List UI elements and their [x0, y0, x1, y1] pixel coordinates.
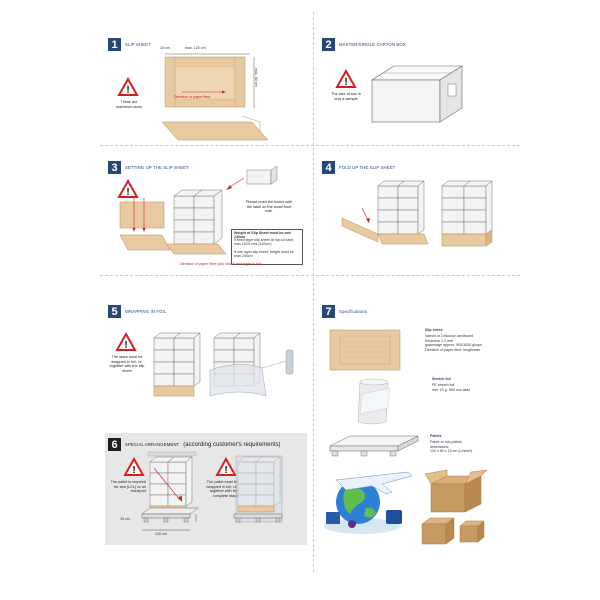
warning-icon: !: [115, 331, 137, 351]
section-title: FOLD UP THE SLIP SHEET: [339, 165, 396, 170]
pallet-spec-line-1: Paper or mix pallets: [430, 440, 462, 444]
carton-box-illustration: [370, 65, 464, 123]
pallet-transport-note: The pallet is required for sea (LCL) or …: [110, 480, 146, 494]
slip-spec-line-1: Natron or Cellulose cardboard: [425, 334, 473, 338]
stretch-foil-roll-image: [357, 378, 391, 425]
svg-text:!: !: [124, 340, 127, 351]
section-title: SETTING UP THE SLIP SHEET: [125, 165, 189, 170]
section-3-header: 3 SETTING UP THE SLIP SHEET: [108, 161, 189, 174]
section-number: 2: [322, 38, 335, 51]
dim-label-small: 15 cm: [160, 46, 170, 50]
section-number: 3: [108, 161, 121, 174]
foil-spec-title: Stretch foil: [432, 377, 451, 381]
section-number: 4: [322, 161, 335, 174]
section-number: 7: [322, 305, 335, 318]
svg-text:!: !: [132, 465, 135, 476]
warning-icon: !: [215, 456, 237, 476]
section-1-header: 1 SLIP SHEET: [108, 38, 151, 51]
weight-line-1: If fixed layer slip sheet on top of each…: [234, 238, 294, 247]
pallet-spec-line-3: 120 x 80 x 15 cm (LxWxH): [430, 449, 473, 453]
section-title: Specifications: [339, 309, 367, 314]
slip-spec-line-2: thickness 1,1 mm: [425, 338, 453, 343]
foil-wrapping-diagram: [153, 332, 294, 397]
section-title: WRAPPING IN FOIL: [125, 309, 167, 314]
pallet-stack-diagram: [141, 451, 283, 531]
svg-text:!: !: [126, 187, 129, 198]
fiber-direction-label: Direction of paper fibre: [174, 95, 211, 99]
warning-icon: !: [123, 456, 145, 476]
foil-spec-line-1: PE stretch foil: [432, 383, 455, 387]
pallet-height-label: 15 cm: [120, 517, 130, 521]
weight-title: Weight of Slip Sheet must be min 240cm: [234, 231, 291, 240]
section-7-header: 7 Specifications: [322, 305, 367, 318]
section-number: 1: [108, 38, 121, 51]
section-5-header: 5 WRAPPING IN FOIL: [108, 305, 166, 318]
warning-text: The size of box is only a sample: [331, 92, 361, 101]
row-divider-1: [100, 145, 520, 146]
section-4-header: 4 FOLD UP THE SLIP SHEET: [322, 161, 395, 174]
dim-label-length: max. 120 cm: [185, 46, 206, 50]
svg-text:!: !: [344, 77, 347, 88]
warning-icon: !: [335, 68, 357, 88]
pallet-width-label: 120 cm: [155, 532, 167, 536]
section-number: 5: [108, 305, 121, 318]
pallet-spec-line-2: dimensions:: [430, 444, 450, 449]
pallet-wrap-note: The pallet must be wrapped in foil, i.e.…: [206, 480, 238, 498]
section-number: 6: [108, 438, 121, 451]
slip-spec-line-3: grammage approx. 900/1000 g/sqm: [425, 343, 482, 347]
warning-icon: !: [117, 76, 139, 96]
push-boxes-note: Please push the boxes with the label on …: [245, 200, 293, 214]
row-divider-2: [100, 275, 520, 276]
foil-spec-line-2: min. 23 µ, 500 mm wide: [432, 387, 471, 392]
column-divider: [313, 12, 314, 572]
weight-line-2: If one layer slip sheet, freight must be…: [234, 250, 294, 259]
warning-icon: !: [117, 178, 139, 198]
section-subtitle: (according customer's requirements): [183, 441, 281, 448]
section-title: SLIP SHEET: [125, 42, 151, 47]
pallet-spec-title: Pallets: [430, 434, 442, 438]
slip-sheet-diagram: [161, 53, 269, 141]
slip-spec-line-4: Direction of paper fibre: lengthwise: [425, 347, 481, 352]
fiber-caption: Direction of paper fibre (slip sheet) re…: [180, 262, 262, 266]
slip-sheet-spec-image: [329, 329, 401, 371]
svg-text:!: !: [224, 465, 227, 476]
section-6-header: 6 SPECIAL ARRANGEMENT (according custome…: [108, 438, 280, 451]
weight-info-box: Weight of Slip Sheet must be min 240cm I…: [231, 229, 303, 265]
slip-spec-title: Slip sheet:: [425, 328, 444, 332]
pallet-spec-image: [329, 435, 419, 457]
warning-text: These are maximum sizes: [115, 100, 143, 109]
logistics-globe-plane-image: [324, 471, 413, 534]
slip-sheet-setup-diagram: [119, 165, 278, 255]
wrap-warning-text: The stack must be wrapped in foil, i.e. …: [109, 355, 145, 373]
cardboard-box-open-image: [424, 469, 488, 513]
section-2-header: 2 MASTER/SINGLE CARTON BOX: [322, 38, 406, 51]
section-title: MASTER/SINGLE CARTON BOX: [339, 42, 406, 47]
folded-slip-sheet-diagram: [341, 180, 493, 247]
section-title: SPECIAL ARRANGEMENT: [125, 442, 180, 447]
cardboard-boxes-closed-image: [421, 517, 485, 545]
svg-text:!: !: [126, 85, 129, 96]
